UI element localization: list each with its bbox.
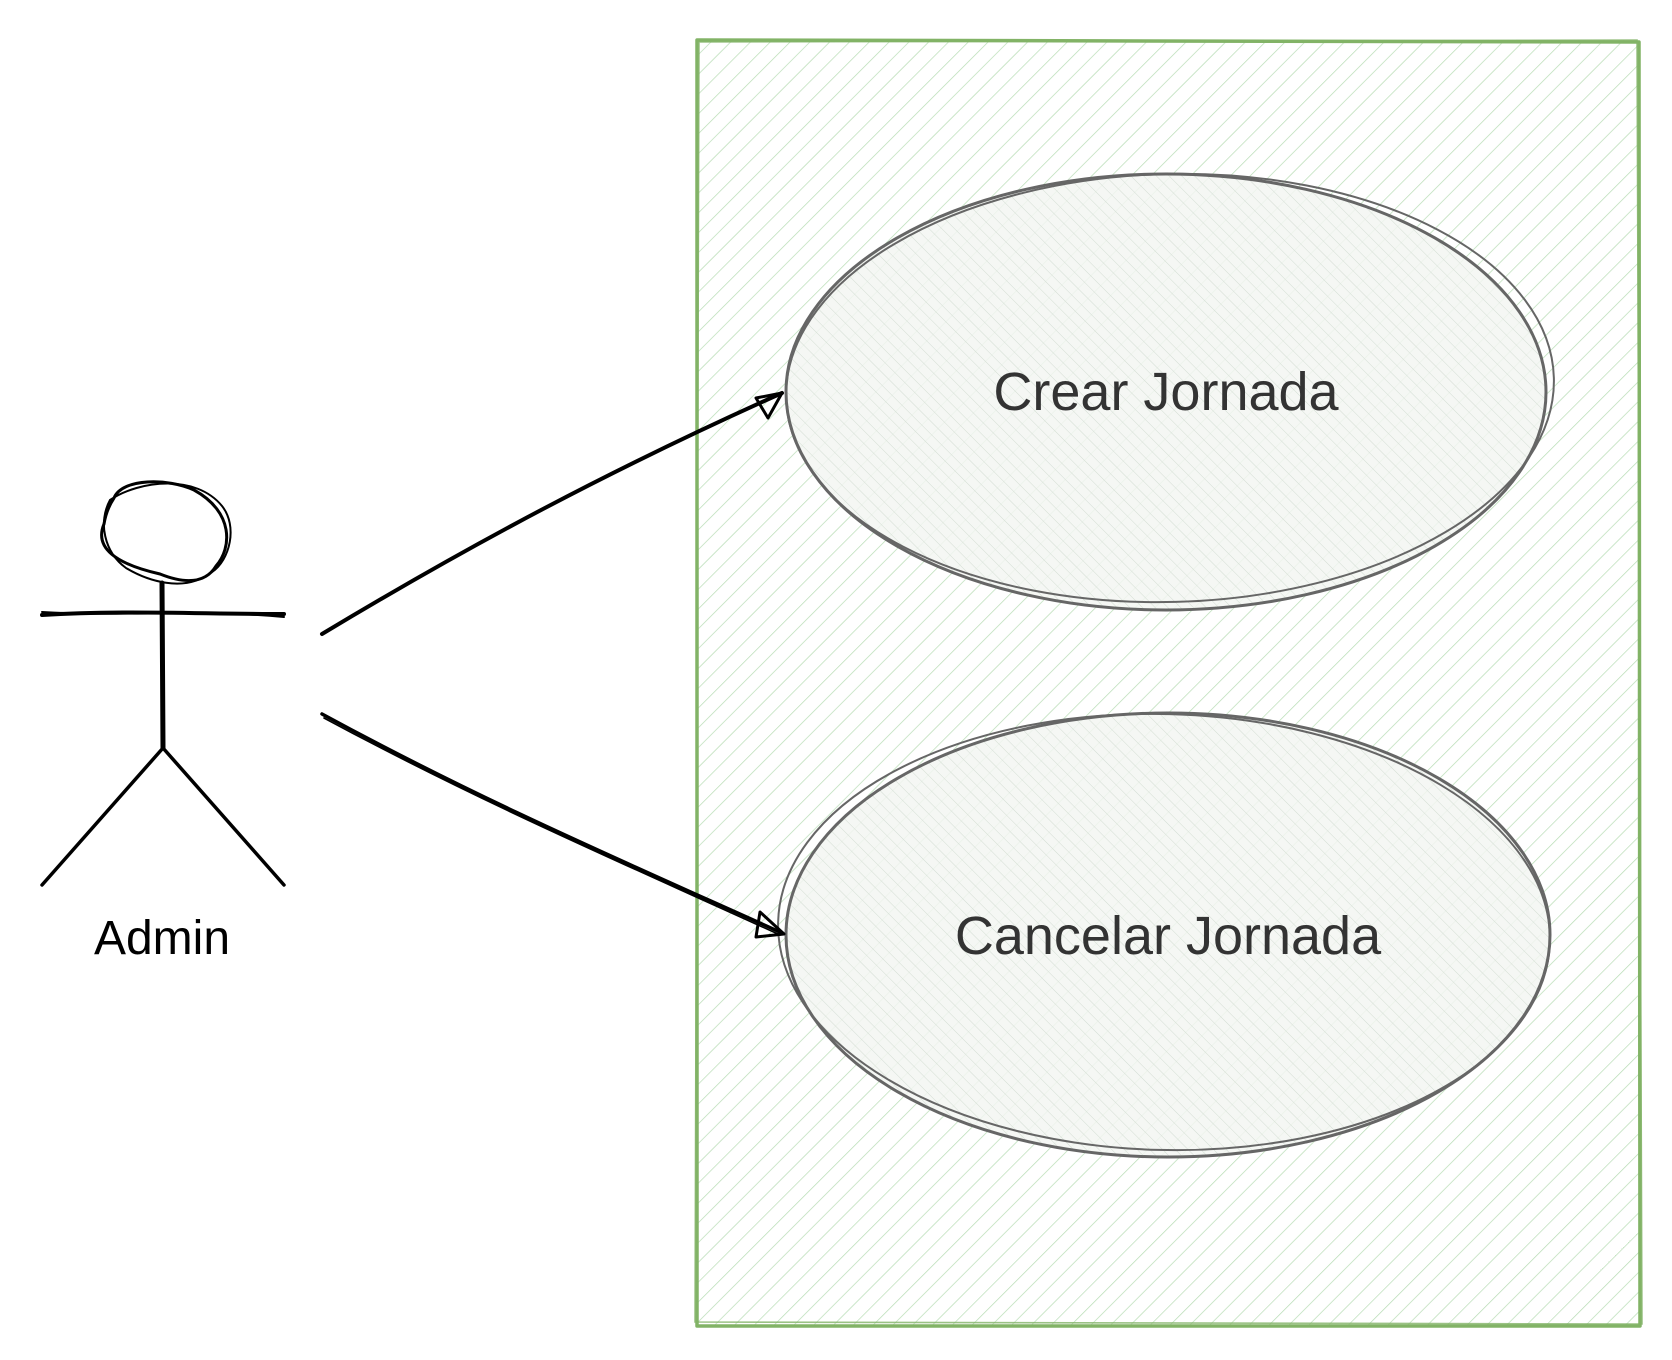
use-case-crear-jornada[interactable]: Crear Jornada (781, 164, 1560, 612)
stick-figure-icon (40, 480, 286, 887)
use-case-label-crear-jornada: Crear Jornada (993, 362, 1339, 422)
use-case-cancelar-jornada[interactable]: Cancelar Jornada (772, 704, 1555, 1160)
actor-admin[interactable]: Admin (40, 480, 286, 965)
actor-label: Admin (94, 912, 230, 965)
association-admin-crear-jornada[interactable] (320, 391, 784, 636)
association-admin-cancelar-jornada[interactable] (320, 712, 786, 939)
use-case-label-cancelar-jornada: Cancelar Jornada (955, 906, 1382, 966)
